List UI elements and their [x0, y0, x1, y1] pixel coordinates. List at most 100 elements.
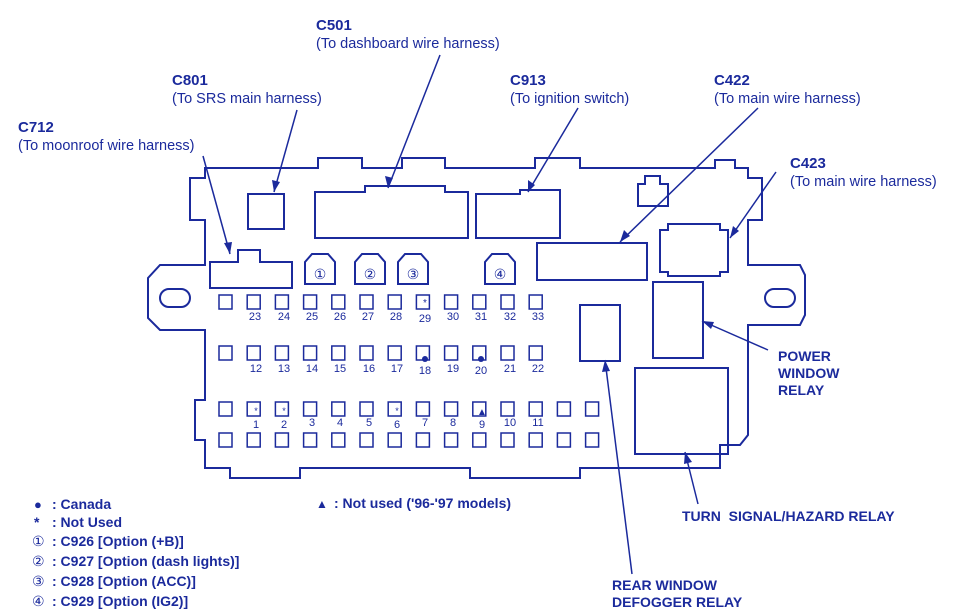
- legend-symbol-c928: ③: [32, 573, 45, 589]
- small-connector: [637, 175, 669, 207]
- fuse-label-18: 18: [419, 365, 431, 377]
- fuse-label-16: 16: [363, 363, 375, 375]
- fuse-slot: [584, 432, 600, 448]
- turn-signal-hazard-relay: [634, 367, 729, 455]
- fuse-slot: [246, 432, 261, 448]
- leader-rear-defogger: [604, 359, 633, 575]
- option-connector-1: [304, 253, 336, 285]
- fuse-label-1: 1: [253, 419, 259, 431]
- arrow-c501: [385, 176, 393, 188]
- fuse-label-5: 5: [366, 417, 372, 429]
- fuse-label-31: 31: [475, 311, 487, 323]
- label-c913-desc: (To ignition switch): [510, 91, 629, 107]
- fuse-label-4: 4: [337, 417, 343, 429]
- label-rear-defogger-1: REAR WINDOW: [612, 577, 718, 593]
- leader-c423: [729, 171, 777, 239]
- fuse-label-19: 19: [447, 363, 459, 375]
- connector-c423: [659, 223, 729, 277]
- fuse-row-middle: 12 13 14 15 16 17 18 19 20 21 22: [250, 363, 544, 377]
- fuse-slot: [500, 294, 515, 310]
- label-c801-desc: (To SRS main harness): [172, 91, 322, 107]
- legend-text-c927: : C927 [Option (dash lights)]: [52, 553, 239, 569]
- arrow-power-window: [702, 321, 714, 329]
- legend-text-not-used: : Not Used: [52, 514, 122, 530]
- fuse-slot: [500, 401, 515, 417]
- fuse-label-26: 26: [334, 311, 346, 323]
- triangle-mark-9: ▲: [477, 407, 487, 418]
- fuse-slot: [556, 432, 572, 448]
- label-power-window-3: RELAY: [778, 382, 825, 398]
- leader-power-window: [701, 320, 769, 351]
- connector-c913: [475, 189, 561, 239]
- fuse-box-outline: [147, 157, 806, 479]
- connector-c501: [314, 185, 469, 239]
- arrow-c712: [224, 242, 232, 254]
- legend-symbol-c927: ②: [32, 553, 45, 569]
- fuse-slot: [528, 294, 543, 310]
- label-c501-code: C501: [316, 17, 352, 34]
- leader-c801: [273, 109, 298, 193]
- legend-symbol-c926: ①: [32, 533, 45, 549]
- fuse-label-29: 29: [419, 313, 431, 325]
- power-window-relay: [652, 281, 704, 359]
- fuse-label-27: 27: [362, 311, 374, 323]
- legend-text-canada: : Canada: [52, 496, 111, 512]
- note-symbol: ▲: [316, 497, 328, 511]
- leader-lines: [202, 54, 777, 575]
- label-c423-desc: (To main wire harness): [790, 174, 937, 190]
- not-used-mark-1: *: [254, 406, 258, 416]
- fuse-slot: [246, 401, 261, 417]
- arrow-c913: [528, 180, 535, 192]
- legend-symbol-c929: ④: [32, 593, 45, 609]
- fuse-slot: [359, 432, 374, 448]
- arrow-c422: [620, 230, 630, 242]
- legend-text-c926: : C926 [Option (+B)]: [52, 533, 184, 549]
- option-connector-2: [354, 253, 386, 285]
- label-c913-code: C913: [510, 72, 546, 89]
- fuse-slot: [331, 294, 346, 310]
- fuse-slot: [218, 432, 233, 448]
- fuse-slot: [528, 345, 543, 361]
- label-turn-signal: TURN SIGNAL/HAZARD RELAY: [682, 508, 895, 524]
- connector-c712: [209, 249, 293, 289]
- legend: ● : Canada * : Not Used ① : C926 [Option…: [32, 496, 239, 609]
- option-connector-4: [484, 253, 516, 285]
- fuse-label-8: 8: [450, 417, 456, 429]
- fuse-label-17: 17: [391, 363, 403, 375]
- fuse-slot: [302, 294, 318, 310]
- arrow-c423: [730, 226, 739, 238]
- leader-c712: [202, 155, 231, 255]
- fuse-slot: [443, 294, 459, 310]
- fuse-slot: [274, 294, 290, 310]
- leader-c422: [619, 107, 759, 243]
- label-rear-defogger-2: DEFOGGER RELAY: [612, 594, 743, 610]
- connector-c801: [247, 193, 285, 230]
- leader-c913: [527, 107, 579, 193]
- fuse-slot: [500, 432, 515, 448]
- fuse-label-6: 6: [394, 419, 400, 431]
- canada-mark-20: [478, 356, 484, 362]
- option-marker-2: ②: [364, 266, 377, 282]
- fuse-slot: [415, 294, 431, 310]
- legend-text-c928: : C928 [Option (ACC)]: [52, 573, 196, 589]
- label-power-window-1: POWER: [778, 348, 831, 364]
- legend-symbol-canada: ●: [34, 497, 42, 512]
- fuse-label-20: 20: [475, 365, 487, 377]
- fuse-label-23: 23: [249, 311, 261, 323]
- fuse-label-11: 11: [532, 417, 543, 429]
- fuse-slot: [359, 401, 374, 417]
- label-c712-desc: (To moonroof wire harness): [18, 138, 195, 154]
- label-c501-desc: (To dashboard wire harness): [316, 36, 500, 52]
- fuse-row-top: 23 24 25 26 27 28 29 30 31 32 33: [249, 311, 544, 325]
- fuse-label-24: 24: [278, 311, 290, 323]
- fuse-slot: [415, 401, 431, 417]
- fuse-slot: [246, 294, 261, 310]
- fuse-label-3: 3: [309, 417, 315, 429]
- fuse-label-12: 12: [250, 363, 262, 375]
- fuse-label-10: 10: [504, 417, 516, 429]
- fuse-slot: [218, 345, 233, 361]
- fuse-slot: [359, 294, 374, 310]
- label-c423-code: C423: [790, 155, 826, 172]
- fuse-slot: [387, 432, 402, 448]
